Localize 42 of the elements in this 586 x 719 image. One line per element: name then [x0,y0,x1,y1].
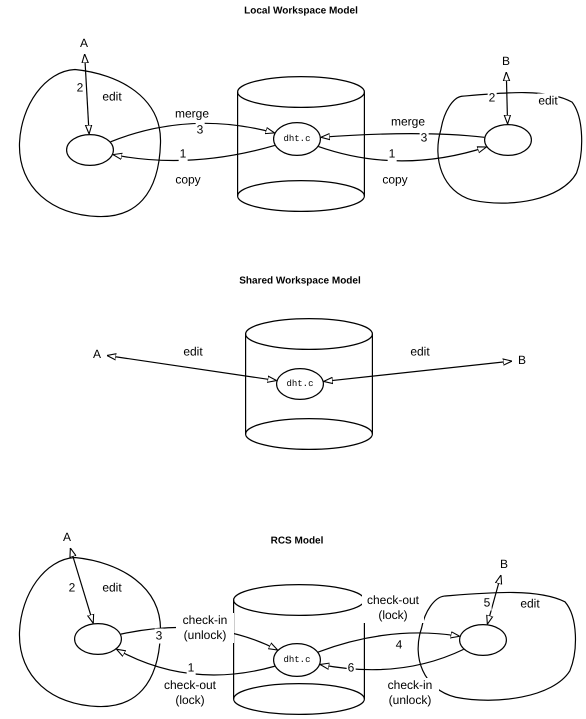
arrow [106,353,278,383]
actor-label: A [76,34,92,52]
model-title: Local Workspace Model [244,4,358,18]
arrow [323,358,513,384]
file-copy-ellipse [74,623,122,655]
model-title: Shared Workspace Model [239,274,361,288]
file-copy-ellipse [459,624,507,656]
file-name: dht.c [286,379,314,389]
arrow [116,648,275,676]
arrow [69,547,94,624]
actor-label: A [89,345,105,363]
repository-cylinder [237,76,365,212]
model-title: RCS Model [270,534,324,548]
step-number: 3 [154,628,164,644]
repository-cylinder [233,584,365,715]
repository-cylinder [245,318,373,450]
file-name: dht.c [283,655,310,665]
arrow [502,71,512,125]
actor-label: B [498,52,514,70]
arrow [318,146,487,162]
file-ellipse [276,368,324,400]
step-number: 1 [388,146,396,162]
arrow [486,574,502,625]
arrow [81,53,92,135]
arrow [320,648,464,670]
file-copy-ellipse [484,124,532,156]
step-number: 1 [186,660,196,676]
step-number: 1 [178,146,188,162]
file-copy-ellipse [66,134,114,166]
edge-label: check-out (lock) [362,593,424,623]
actor-label: B [496,555,512,573]
file-name: dht.c [283,134,310,144]
arrow [320,132,484,140]
arrow [110,122,276,142]
arrow [318,631,460,653]
actor-label: A [59,528,75,546]
edge-label: check-in (unlock) [176,613,234,643]
arrow [112,144,275,162]
actor-label: B [514,351,530,369]
file-ellipse [273,122,321,156]
file-ellipse [273,643,321,677]
step-number: 5 [482,596,492,610]
